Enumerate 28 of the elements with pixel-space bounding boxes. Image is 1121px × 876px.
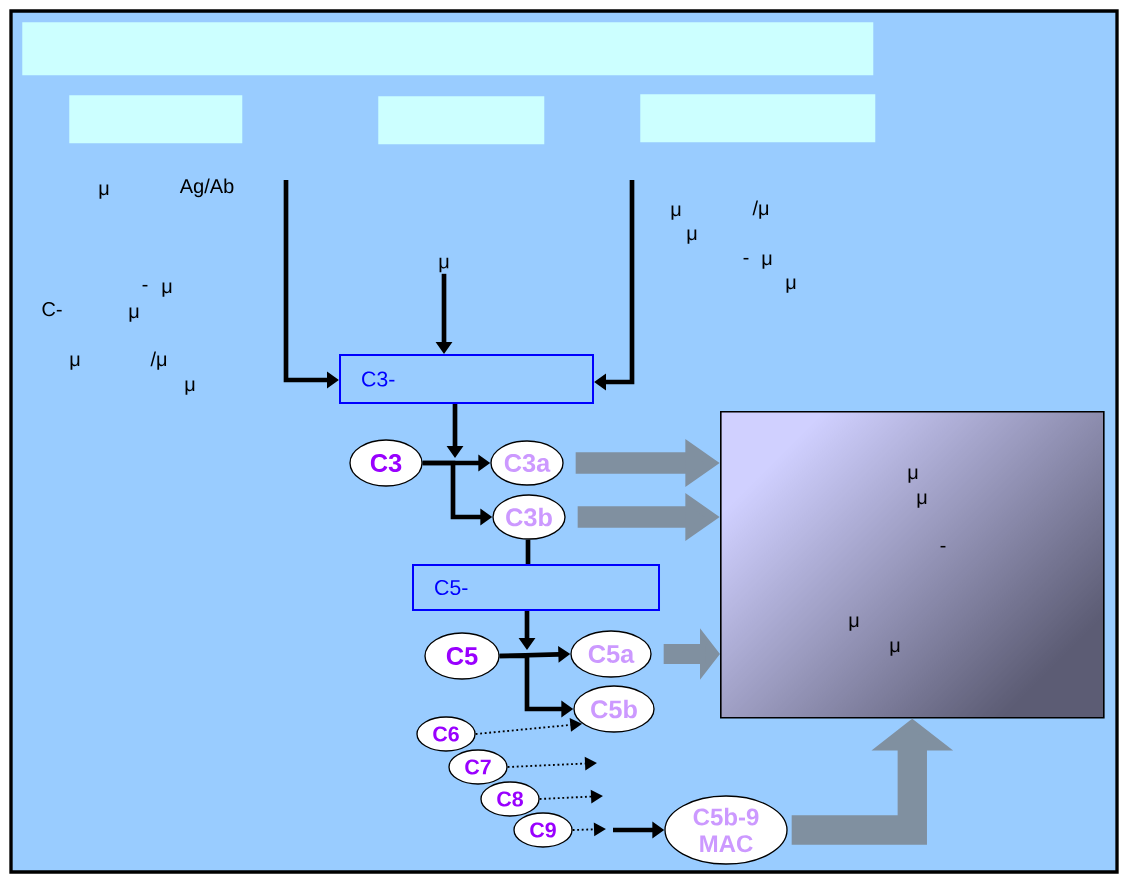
panel-text: μ — [917, 493, 927, 508]
text-label: μ — [687, 229, 697, 244]
header-box — [22, 22, 874, 76]
panel-text: μ — [908, 468, 918, 483]
panel-text: - — [940, 545, 946, 548]
text-label: μ — [162, 282, 172, 297]
enzyme-box: C5- — [412, 564, 660, 611]
text-label: /μ — [752, 200, 769, 219]
text-label: - — [142, 284, 148, 287]
text-label: μ — [786, 278, 796, 293]
panel-text: μ — [849, 616, 859, 631]
text-label: μ — [762, 254, 772, 269]
text-label: - — [743, 257, 749, 260]
text-label: μ — [671, 205, 681, 220]
header-box — [69, 95, 243, 144]
text-label: /μ — [150, 351, 167, 370]
panel-text: μ — [890, 641, 900, 656]
text-label: μ — [185, 380, 195, 395]
text-label: C- — [42, 302, 62, 317]
connector-line — [525, 539, 531, 564]
header-box — [640, 94, 876, 143]
header-box — [378, 96, 545, 145]
text-label: Ag/Ab — [179, 178, 234, 198]
text-label: μ — [439, 257, 449, 273]
text-label: μ — [70, 355, 80, 370]
text-label: μ — [99, 184, 109, 199]
enzyme-box: C3- — [339, 354, 594, 404]
text-label: μ — [129, 307, 139, 322]
